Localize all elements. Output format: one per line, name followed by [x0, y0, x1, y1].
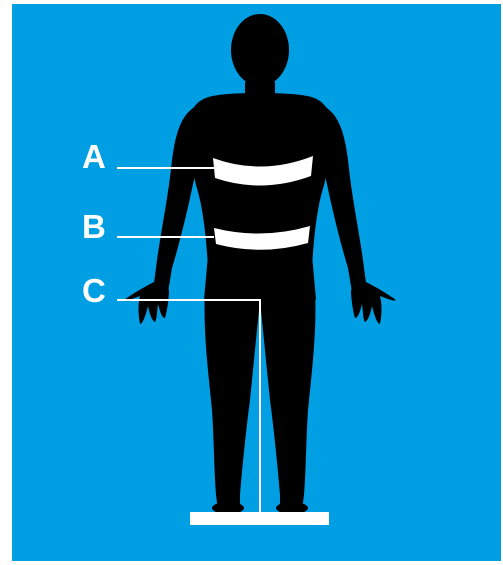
measurement-label-waist: B: [82, 210, 106, 243]
measurement-label-chest: A: [82, 140, 106, 173]
measurement-label-inseam: C: [82, 274, 106, 307]
floor-base: [190, 512, 329, 525]
